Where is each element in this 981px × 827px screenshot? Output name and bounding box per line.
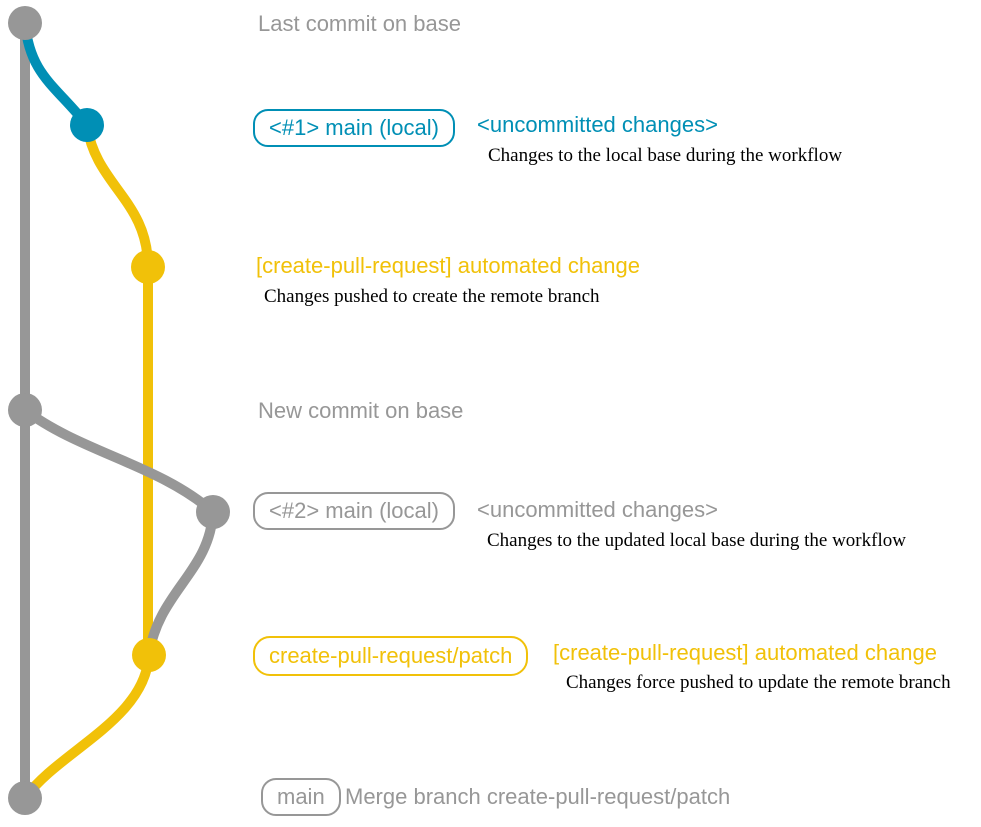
note-push-create-remote: Changes pushed to create the remote bran… xyxy=(264,286,600,307)
merge-to-base-curve xyxy=(20,650,154,803)
branch-tag-patch-label: create-pull-request/patch xyxy=(269,643,513,668)
base-to-local-update-curve xyxy=(20,405,218,517)
branch-tag-main-label: main xyxy=(277,784,325,809)
note-updated-local-base-changes: Changes to the updated local base during… xyxy=(487,530,906,551)
new-commit-message: New commit on base xyxy=(258,398,464,423)
commit-dot-remote-1 xyxy=(131,250,165,284)
branch-tag-main-local-1: <#1> main (local) xyxy=(253,109,455,147)
commit-dot-remote-2 xyxy=(132,638,166,672)
branch-tag-main-local-1-label: <#1> main (local) xyxy=(269,115,439,140)
uncommitted-changes-message-2: <uncommitted changes> xyxy=(477,497,718,522)
branch-tag-patch: create-pull-request/patch xyxy=(253,636,529,676)
commit-dot-local-main-2 xyxy=(196,495,230,529)
local-update-to-patch-curve xyxy=(144,507,218,660)
uncommitted-changes-message-1: <uncommitted changes> xyxy=(477,112,718,137)
note-local-base-changes: Changes to the local base during the wor… xyxy=(488,145,843,166)
automated-change-message-1: [create-pull-request] automated change xyxy=(256,253,641,278)
note-force-push-update-remote: Changes force pushed to update the remot… xyxy=(566,672,951,693)
commit-dot-merge xyxy=(8,781,42,815)
commit-dot-base-2 xyxy=(8,393,42,427)
automated-change-message-2: [create-pull-request] automated change xyxy=(553,640,938,665)
remote-branch-line xyxy=(82,120,153,660)
local-main-branch-curve xyxy=(20,18,92,130)
merge-commit-message: Merge branch create-pull-request/patch xyxy=(345,784,731,809)
commit-dot-local-main-1 xyxy=(70,108,104,142)
last-commit-message: Last commit on base xyxy=(258,11,461,36)
commit-dot-base-1 xyxy=(8,6,42,40)
branch-tag-main-local-2: <#2> main (local) xyxy=(253,492,455,530)
branch-tag-main-local-2-label: <#2> main (local) xyxy=(269,498,439,523)
branch-tag-main: main xyxy=(261,778,341,816)
